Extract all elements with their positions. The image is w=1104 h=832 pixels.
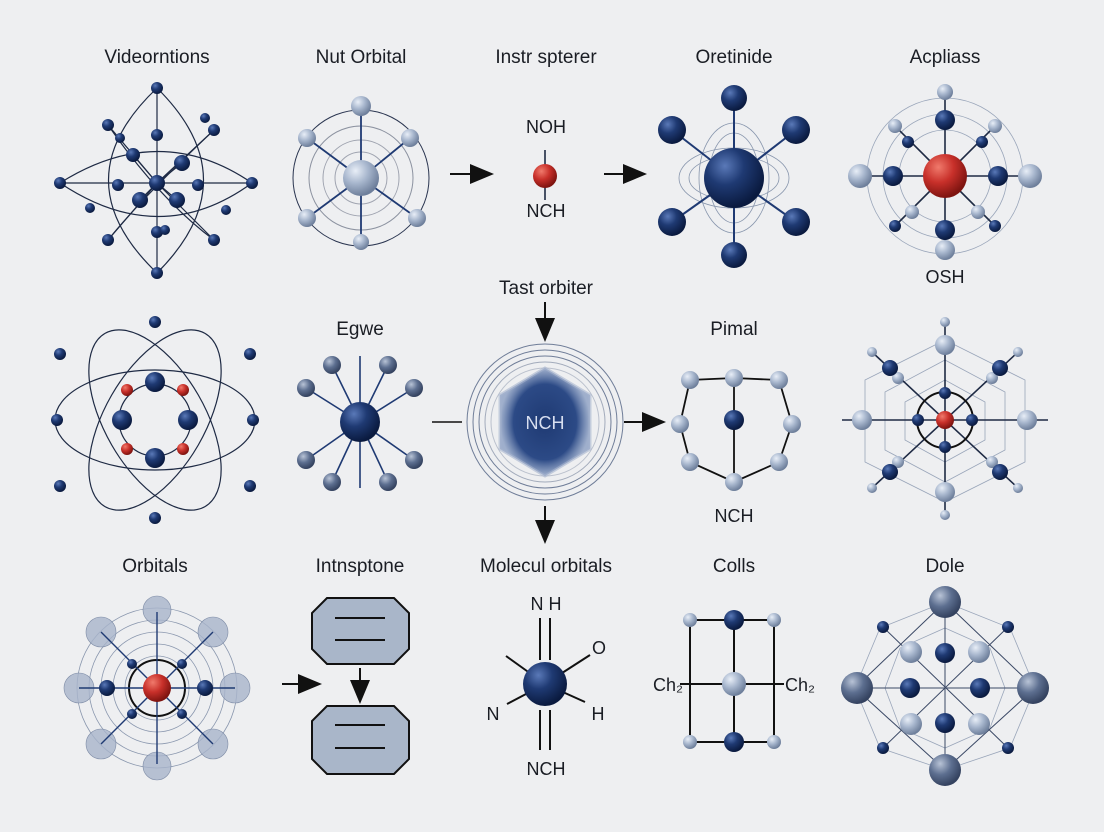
title-oretinide: Oretinide	[695, 47, 773, 68]
label-h: H	[591, 704, 605, 724]
molecule-pimal	[671, 369, 801, 491]
title-videorntions: Videorntions	[104, 47, 210, 68]
title-intnsptone: Intnsptone	[315, 556, 405, 577]
label-nh: N H	[530, 594, 562, 614]
molecule-egwe	[297, 356, 423, 491]
molecule-oretinide	[658, 85, 810, 268]
title-tast-orbiter: Tast orbiter	[499, 278, 593, 299]
title-colls: Colls	[712, 556, 756, 577]
molecule-colls	[680, 610, 784, 752]
title-dole: Dole	[925, 556, 965, 577]
label-nch-bottom: NCH	[526, 759, 566, 779]
molecule-dole	[841, 586, 1049, 786]
title-egwe: Egwe	[336, 319, 384, 340]
title-acpliass: Acpliass	[909, 47, 981, 68]
label-noh: NOH	[526, 117, 566, 137]
label-n: N	[486, 704, 500, 724]
title-nut-orbital: Nut Orbital	[315, 47, 407, 68]
molecule-tast-orbiter	[466, 343, 624, 501]
label-nch-top: NCH	[526, 201, 566, 221]
box-intnsptone-bottom	[311, 705, 410, 775]
title-molecul-orbitals: Molecul orbitals	[480, 556, 612, 577]
label-nch-pimal: NCH	[714, 506, 754, 526]
title-instr-spterer: Instr spterer	[495, 47, 597, 68]
label-ch2-right: Ch₂	[785, 675, 815, 695]
molecule-orbitals	[63, 595, 251, 781]
molecule-videorntions	[59, 87, 253, 274]
box-intnsptone-top	[311, 597, 410, 665]
title-orbitals: Orbitals	[122, 556, 188, 577]
molecule-instr-spterer	[533, 150, 557, 200]
title-pimal: Pimal	[710, 319, 758, 340]
molecule-lattice	[842, 317, 1048, 520]
molecule-acpliass	[848, 84, 1042, 260]
molecule-orbital-hub	[51, 316, 259, 524]
label-o: O	[591, 638, 607, 658]
label-ch2-left: Ch₂	[653, 675, 683, 695]
label-osh: OSH	[925, 267, 965, 287]
label-nch-center: NCH	[525, 413, 565, 433]
